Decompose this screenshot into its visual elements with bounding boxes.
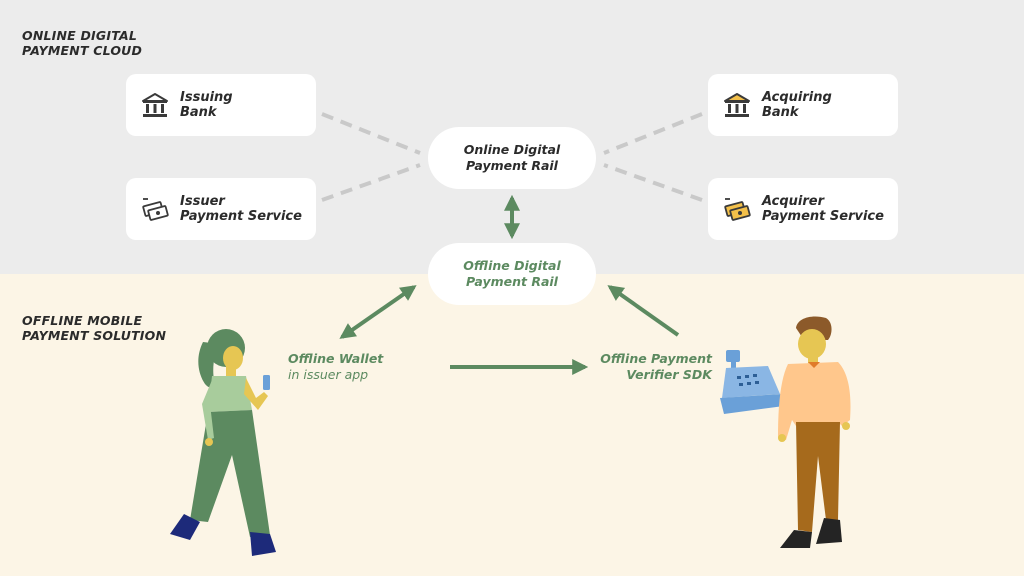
arrow-wallet-offline-rail — [339, 285, 417, 339]
acquirer-payment-service-label: Acquirer Payment Service — [762, 194, 884, 224]
issuer-payment-service-card: Issuer Payment Service — [126, 178, 316, 240]
cash-icon — [142, 198, 169, 221]
online-payment-rail-node: Online Digital Payment Rail — [428, 127, 596, 189]
acquiring-bank-card: Acquiring Bank — [708, 74, 898, 136]
offline-wallet-subtitle: in issuer app — [288, 367, 369, 382]
connector-issuer-service-online-rail — [321, 163, 421, 202]
connector-issuing-bank-online-rail — [321, 112, 421, 155]
man-standing-illustration — [778, 316, 851, 548]
connector-acquiring-bank-online-rail — [603, 112, 703, 155]
offline-verifier-label: Offline Payment Verifier SDK — [596, 351, 712, 383]
offline-verifier-title: Offline Payment — [600, 351, 712, 366]
issuing-bank-label: Issuing Bank — [180, 90, 233, 120]
offline-solution-zone — [0, 274, 1024, 576]
offline-payment-rail-node: Offline Digital Payment Rail — [428, 243, 596, 305]
arrow-verifier-offline-rail — [607, 285, 680, 337]
woman-with-phone-illustration — [170, 329, 276, 556]
offline-verifier-title-line2: Verifier SDK — [626, 367, 712, 382]
bank-icon — [142, 93, 168, 117]
offline-wallet-label: Offline Wallet in issuer app — [288, 351, 383, 383]
offline-zone-title: OFFLINE MOBILE PAYMENT SOLUTION — [22, 313, 167, 343]
online-payment-rail-label: Online Digital Payment Rail — [463, 142, 561, 173]
connector-acquirer-service-online-rail — [603, 163, 703, 202]
acquirer-payment-service-card: Acquirer Payment Service — [708, 178, 898, 240]
issuing-bank-card: Issuing Bank — [126, 74, 316, 136]
offline-payment-rail-label: Offline Digital Payment Rail — [463, 258, 561, 289]
acquiring-bank-label: Acquiring Bank — [762, 90, 832, 120]
online-zone-title: ONLINE DIGITAL PAYMENT CLOUD — [22, 28, 143, 58]
bank-icon — [724, 93, 750, 117]
cash-register-illustration — [720, 350, 784, 414]
issuer-payment-service-label: Issuer Payment Service — [180, 194, 302, 224]
offline-wallet-title: Offline Wallet — [288, 351, 384, 366]
cash-icon — [724, 198, 751, 221]
